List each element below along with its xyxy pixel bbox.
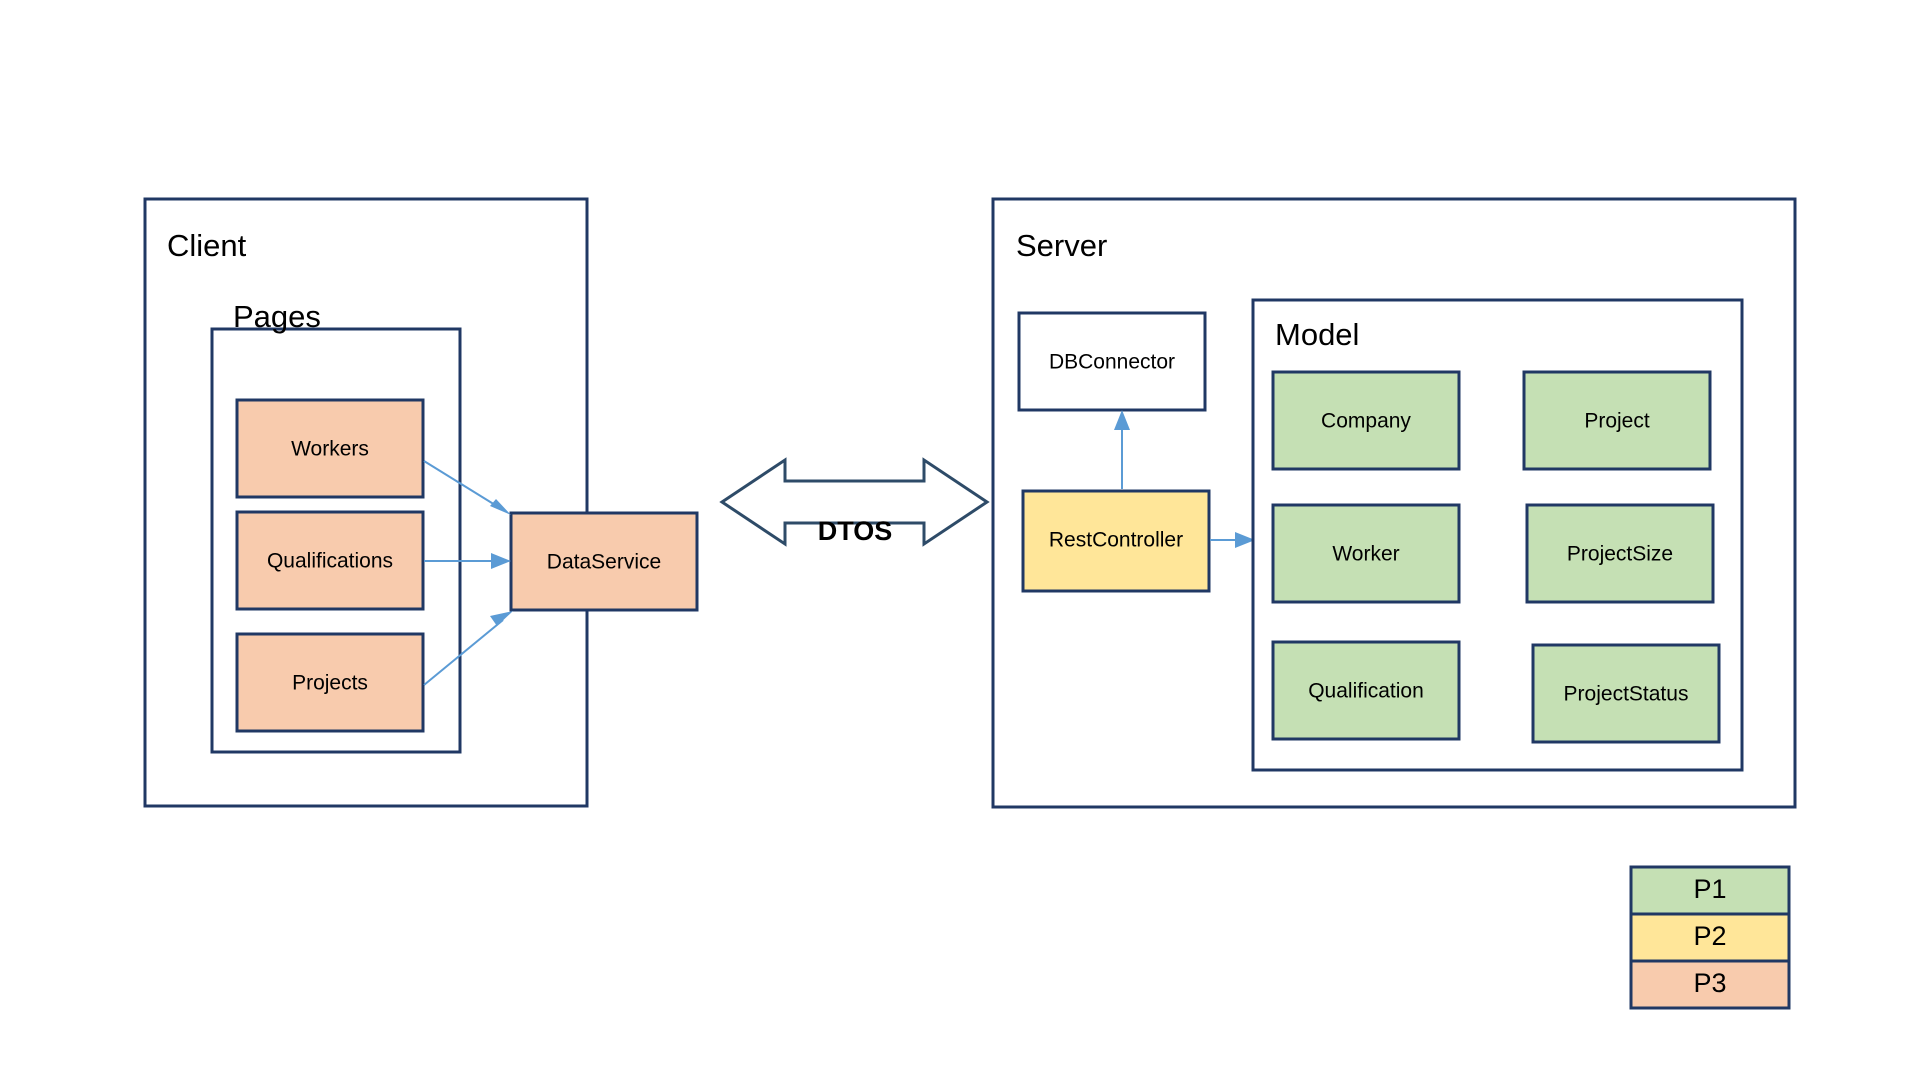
- page-box-workers-label: Workers: [291, 438, 369, 461]
- data-service-box[interactable]: DataService: [509, 511, 699, 612]
- model-entity-worker[interactable]: Worker: [1271, 503, 1461, 604]
- db-connector-label: DBConnector: [1049, 351, 1175, 374]
- model-entity-company-rect[interactable]: [1271, 370, 1461, 471]
- legend-row-p2: P2: [1629, 912, 1791, 963]
- model-entity-project[interactable]: Project: [1522, 370, 1712, 471]
- data-service-label: DataService: [547, 551, 661, 574]
- server-panel-title: Server: [1016, 228, 1107, 263]
- legend-row-p3: P3: [1629, 959, 1791, 1010]
- model-panel-title: Model: [1275, 317, 1359, 352]
- arrow-projects-to-dataservice: [423, 611, 513, 686]
- arrow-restcontroller-to-model: [1210, 532, 1255, 548]
- db-connector-box[interactable]: DBConnector: [1017, 311, 1207, 412]
- legend-row-p1: P1: [1629, 865, 1791, 916]
- model-entity-qualification-label: Qualification: [1308, 680, 1424, 703]
- model-entity-worker-label: Worker: [1332, 543, 1399, 566]
- page-box-workers-rect[interactable]: [235, 398, 425, 499]
- dtos-connector: DTOS: [719, 457, 990, 547]
- model-entity-qualification[interactable]: Qualification: [1271, 640, 1461, 741]
- legend-swatch-p3: [1629, 959, 1791, 1010]
- model-entity-projectstatus[interactable]: ProjectStatus: [1531, 643, 1721, 744]
- model-entity-company-label: Company: [1321, 410, 1411, 433]
- legend-label-p1: P1: [1693, 874, 1726, 904]
- arrow-qualifications-to-dataservice: [424, 553, 511, 569]
- page-box-qualifications[interactable]: Qualifications: [235, 510, 425, 611]
- page-box-projects-label: Projects: [292, 672, 368, 695]
- client-panel-title: Client: [167, 228, 247, 263]
- rest-controller-rect[interactable]: [1021, 489, 1211, 593]
- model-entity-qualification-rect[interactable]: [1271, 640, 1461, 741]
- page-box-projects[interactable]: Projects: [235, 632, 425, 733]
- model-entity-projectstatus-rect[interactable]: [1531, 643, 1721, 744]
- pages-panel-title: Pages: [233, 299, 321, 334]
- dtos-arrow-shape: [719, 457, 990, 547]
- dtos-label: DTOS: [818, 516, 893, 546]
- page-box-qualifications-label: Qualifications: [267, 550, 393, 573]
- model-entity-projectsize-label: ProjectSize: [1567, 543, 1673, 566]
- model-entity-project-rect[interactable]: [1522, 370, 1712, 471]
- model-entity-worker-rect[interactable]: [1271, 503, 1461, 604]
- legend-swatch-p1: [1629, 865, 1791, 916]
- db-connector-rect[interactable]: [1017, 311, 1207, 412]
- model-entity-projectsize[interactable]: ProjectSize: [1525, 503, 1715, 604]
- legend-label-p3: P3: [1693, 968, 1726, 998]
- model-entity-project-label: Project: [1584, 410, 1650, 433]
- page-box-workers[interactable]: Workers: [235, 398, 425, 499]
- legend: P1 P2 P3: [1629, 865, 1791, 1010]
- page-box-qualifications-rect[interactable]: [235, 510, 425, 611]
- model-entity-company[interactable]: Company: [1271, 370, 1461, 471]
- arrow-workers-to-dataservice: [423, 460, 511, 515]
- arrow-restcontroller-to-dbconnector: [1114, 410, 1130, 489]
- model-entity-projectstatus-label: ProjectStatus: [1564, 683, 1689, 706]
- rest-controller-box[interactable]: RestController: [1021, 489, 1211, 593]
- model-entity-projectsize-rect[interactable]: [1525, 503, 1715, 604]
- page-box-projects-rect[interactable]: [235, 632, 425, 733]
- legend-label-p2: P2: [1693, 921, 1726, 951]
- rest-controller-label: RestController: [1049, 529, 1183, 552]
- data-service-rect[interactable]: [509, 511, 699, 612]
